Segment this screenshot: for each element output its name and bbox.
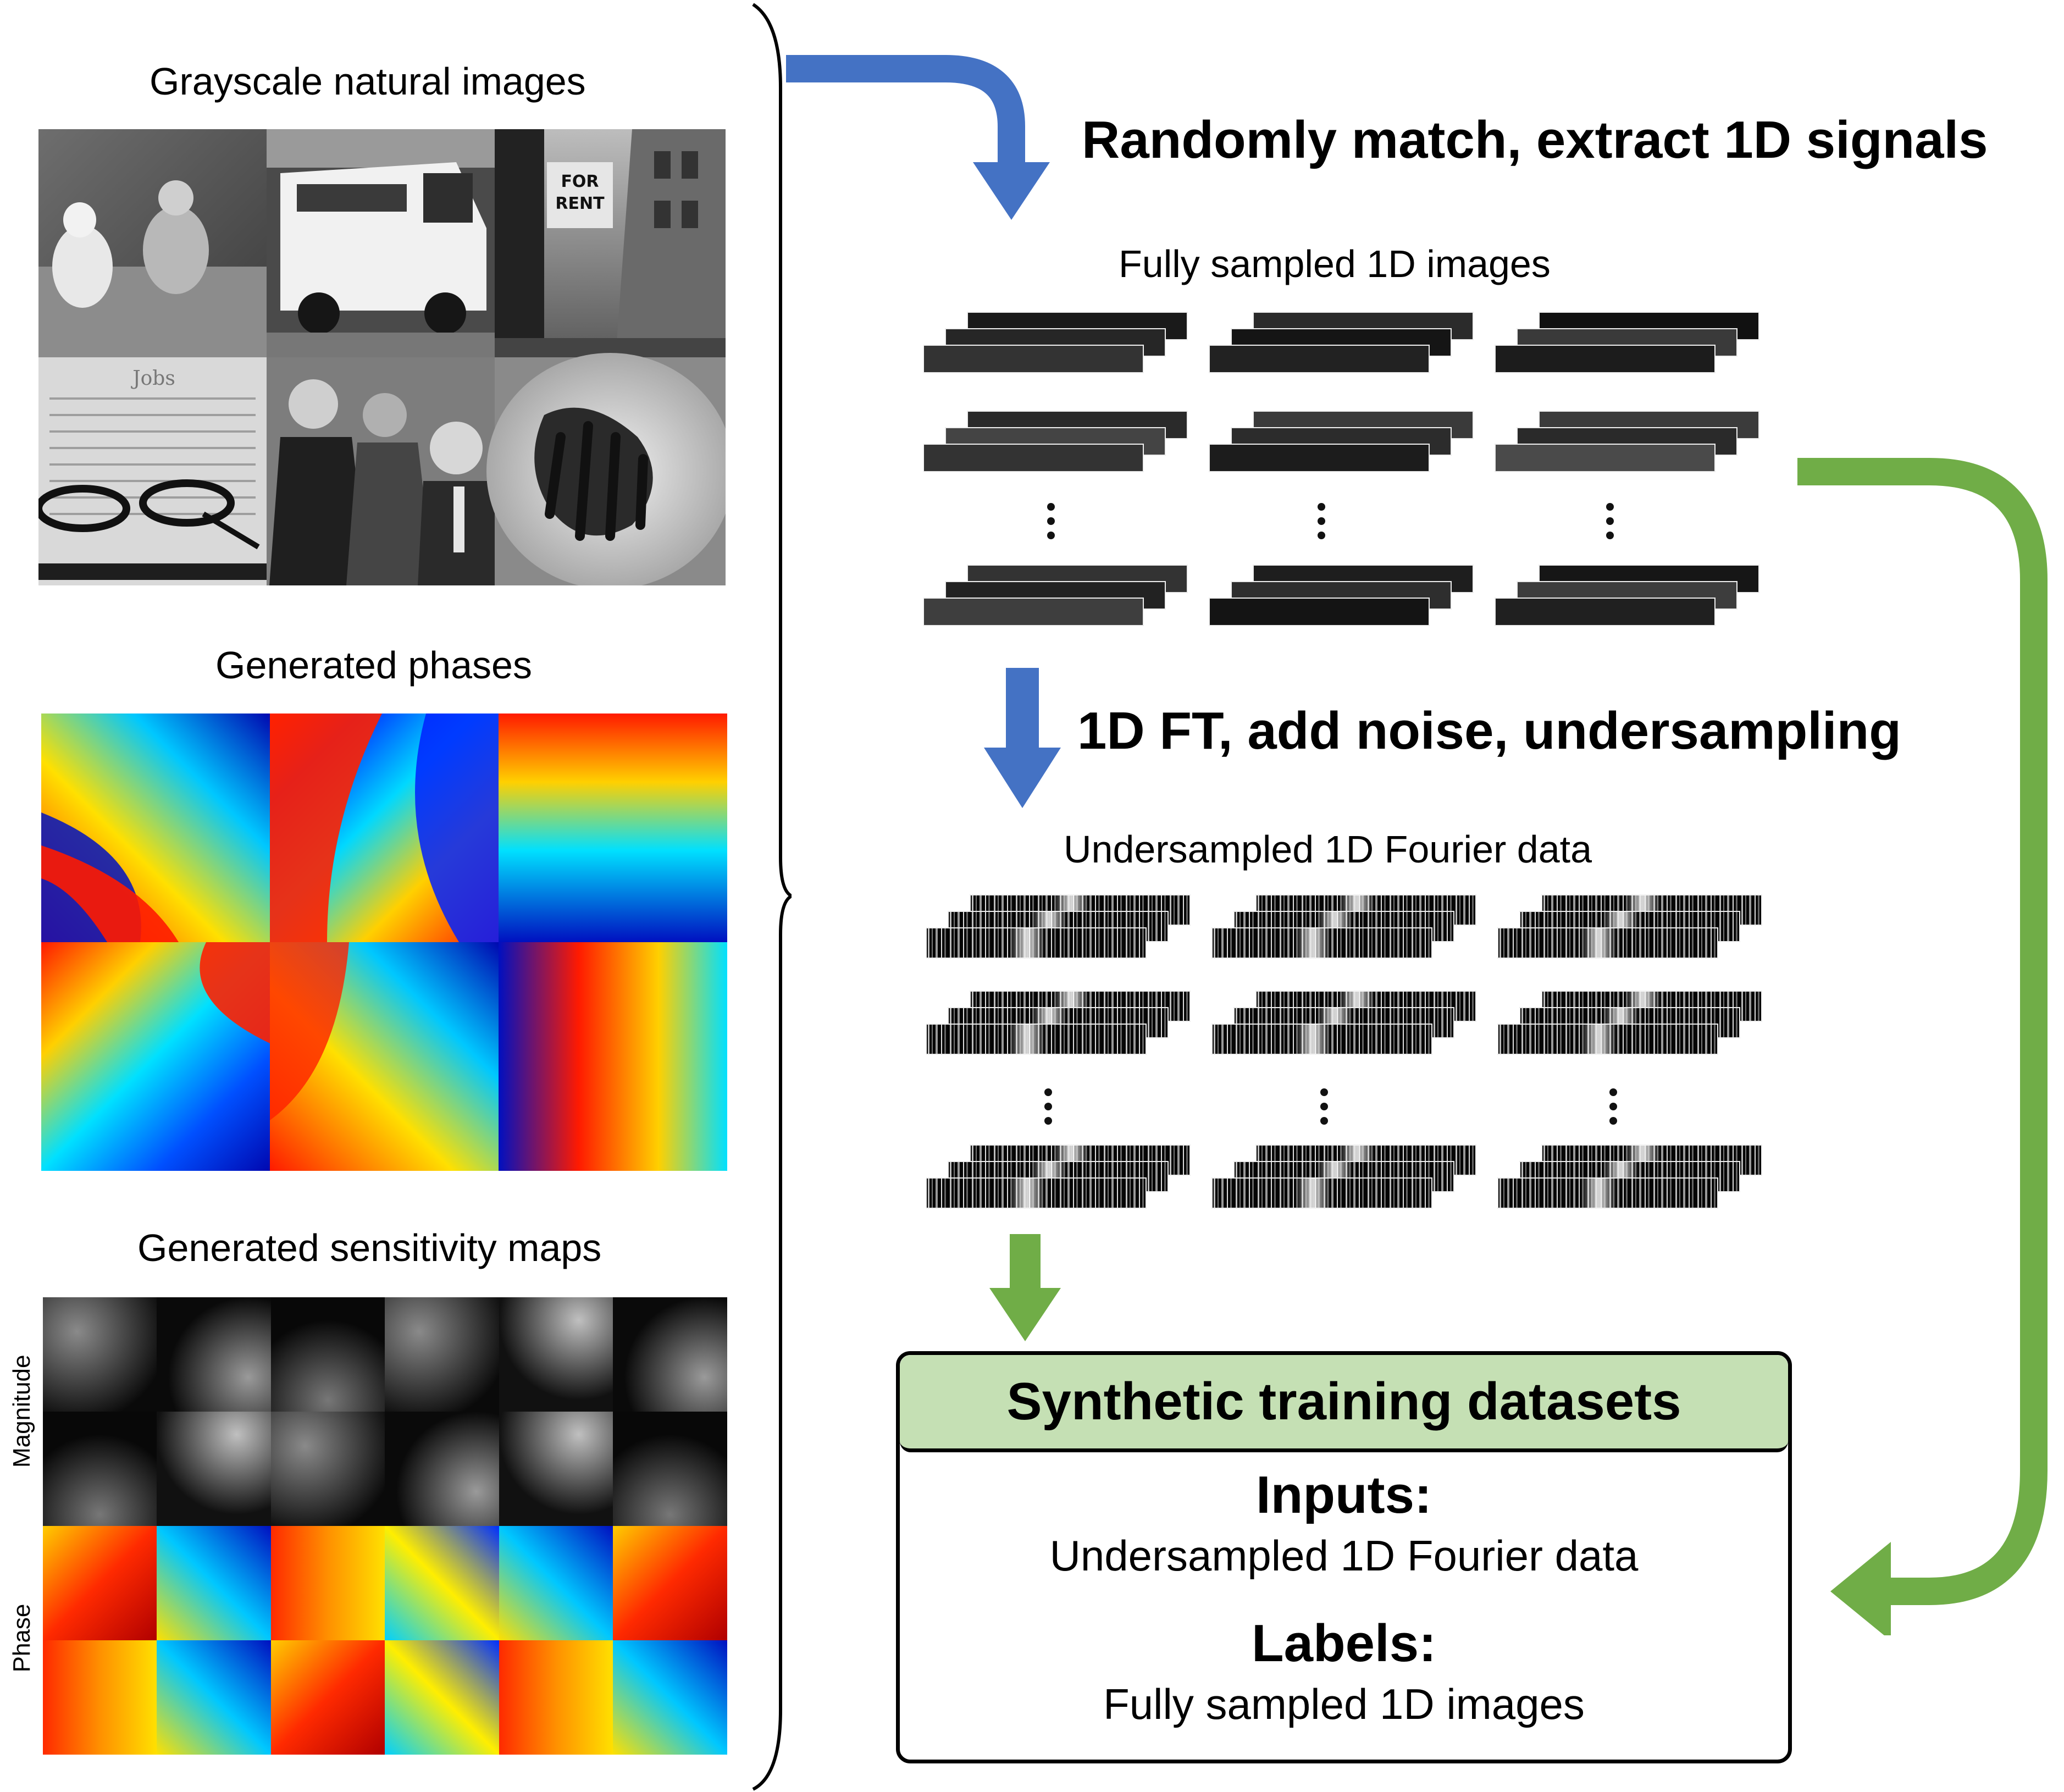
fully-sampled-stacks: [923, 312, 1759, 626]
inputs-heading: Inputs:: [1256, 1465, 1432, 1524]
labels-text: Fully sampled 1D images: [1103, 1680, 1585, 1728]
tile-document-glasses: Jobs: [38, 357, 267, 585]
labels-heading: Labels:: [1251, 1614, 1437, 1673]
svg-text:Jobs: Jobs: [130, 367, 175, 390]
undersampled-stacks: [926, 894, 1762, 1209]
phase-axis-label: Phase: [8, 1603, 35, 1673]
tile-dogs: [38, 129, 267, 357]
vertical-ellipsis-icon: [1320, 1088, 1328, 1131]
down-arrow-icon: [984, 668, 1061, 808]
svg-text:FOR: FOR: [561, 172, 599, 191]
inputs-text: Undersampled 1D Fourier data: [1049, 1531, 1639, 1580]
phase-maps-grid: [41, 714, 727, 1171]
sensitivity-title: Generated sensitivity maps: [137, 1226, 602, 1269]
vertical-ellipsis-icon: [1318, 503, 1325, 546]
vertical-ellipsis-icon: [1044, 1088, 1052, 1131]
step-extract-label: Randomly match, extract 1D signals: [1082, 110, 1988, 169]
vertical-ellipsis-icon: [1606, 503, 1614, 546]
vertical-ellipsis-icon: [1047, 503, 1055, 546]
tile-street: FOR RENT: [495, 129, 726, 357]
brace-divider: [752, 3, 792, 1791]
vertical-ellipsis-icon: [1609, 1088, 1617, 1131]
curved-arrow-icon: [1797, 458, 2048, 1635]
tile-food: [486, 353, 726, 585]
sensitivity-maps-grid: [43, 1297, 727, 1755]
synthetic-datasets-box: Synthetic training datasets Inputs: Unde…: [896, 1351, 1792, 1763]
down-arrow-icon: [989, 1234, 1061, 1341]
step-ft-label: 1D FT, add noise, undersampling: [1077, 701, 1901, 760]
natural-images-grid: FOR RENT Jobs: [38, 129, 726, 585]
tile-crowd: [267, 357, 495, 585]
box-title: Synthetic training datasets: [1006, 1372, 1681, 1431]
box-header: Synthetic training datasets: [900, 1355, 1788, 1452]
curved-arrow-icon: [786, 55, 1050, 220]
svg-text:RENT: RENT: [555, 194, 605, 213]
phases-title: Generated phases: [215, 644, 532, 687]
box-body: Inputs: Undersampled 1D Fourier data Lab…: [900, 1452, 1788, 1732]
tile-van: [267, 129, 495, 357]
fully-sampled-title: Fully sampled 1D images: [1119, 242, 1551, 285]
natural-images-title: Grayscale natural images: [150, 60, 586, 103]
magnitude-axis-label: Magnitude: [8, 1354, 35, 1468]
undersampled-title: Undersampled 1D Fourier data: [1064, 828, 1592, 871]
